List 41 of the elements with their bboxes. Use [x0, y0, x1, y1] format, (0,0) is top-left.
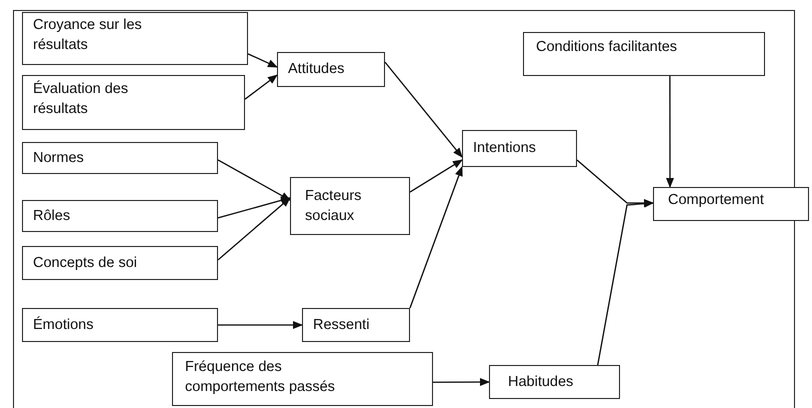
arrow [218, 196, 291, 219]
box-label: Facteurs sociaux [305, 186, 362, 226]
process-box [22, 308, 218, 342]
arrow [433, 378, 490, 386]
box-label: Intentions [473, 139, 536, 158]
box-label: Émotions [33, 315, 94, 335]
arrow [666, 76, 674, 188]
process-box [489, 365, 620, 399]
process-box [22, 200, 218, 232]
process-box [523, 32, 765, 76]
process-box [462, 130, 577, 167]
box-label: Concepts de soi [33, 254, 137, 273]
box-label: Ressenti [313, 316, 370, 335]
box-label: Attitudes [288, 60, 344, 80]
arrow [244, 74, 278, 100]
process-box [277, 52, 385, 87]
process-box [290, 177, 410, 235]
box-label: Habitudes [508, 372, 574, 392]
process-box [22, 142, 218, 174]
arrow [248, 53, 278, 68]
arrow [218, 321, 303, 329]
process-box [22, 12, 248, 65]
process-box [22, 246, 218, 280]
process-box [653, 187, 809, 221]
box-label: Évaluation des résultats [33, 79, 130, 120]
process-box [172, 352, 433, 406]
arrow [218, 197, 291, 260]
box-label: Fréquence des comportements passés [185, 358, 336, 398]
arrow [576, 159, 654, 207]
arrow [597, 200, 654, 366]
process-box [22, 75, 245, 130]
arrow [410, 159, 463, 193]
arrow [384, 62, 463, 158]
box-label: Conditions facilitantes [536, 38, 678, 57]
box-label: Croyance sur les résultats [33, 16, 143, 56]
process-box [302, 308, 410, 342]
box-label: Rôles [33, 206, 70, 226]
arrow [409, 166, 463, 308]
box-label: Comportement [668, 191, 764, 210]
box-label: Normes [33, 148, 84, 168]
arrow [218, 159, 291, 201]
